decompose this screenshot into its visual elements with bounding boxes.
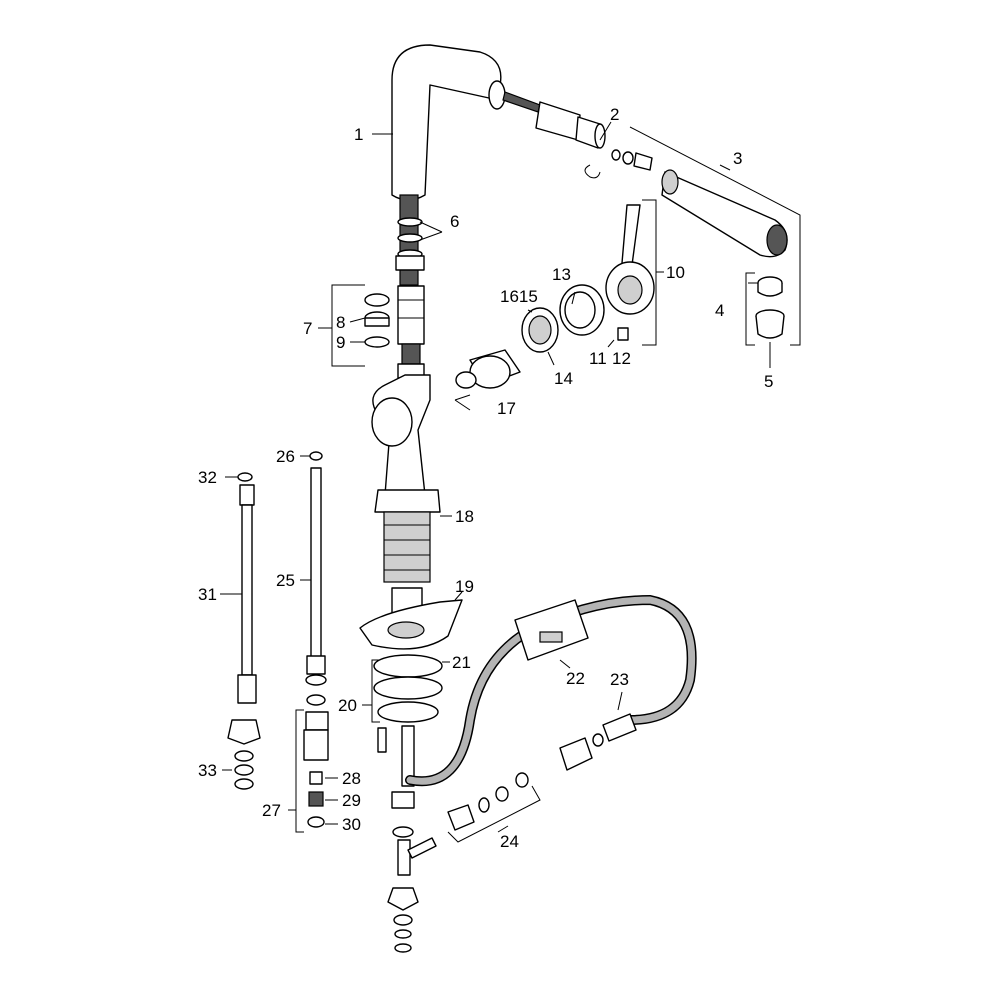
pullout-hose-part-6 <box>395 194 425 286</box>
callout-23: 23 <box>610 670 629 689</box>
callout-26: 26 <box>276 447 295 466</box>
callout-19: 19 <box>455 577 474 596</box>
connector-set-part-24 <box>447 772 529 831</box>
callout-labels: 1 2 3 4 5 6 7 8 9 10 11 12 13 1615 14 17… <box>198 105 773 851</box>
callout-25: 25 <box>276 571 295 590</box>
pullout-hose-assembly-part-22-23 <box>405 594 697 787</box>
cartridge-part-17 <box>455 349 521 389</box>
callout-20: 20 <box>338 696 357 715</box>
aerator-housing-part-5 <box>755 309 785 339</box>
adapter-set-part-27 <box>303 694 329 761</box>
o-ring-part-26 <box>309 451 323 461</box>
aerator-part-4 <box>757 276 783 297</box>
nut-part-14-15-16 <box>521 307 559 353</box>
spout-part-1 <box>391 44 606 201</box>
fixing-set-part-20 <box>373 654 443 787</box>
part-30 <box>307 816 325 828</box>
leader-lines <box>220 121 801 843</box>
callout-18: 18 <box>455 507 474 526</box>
callout-13: 13 <box>552 265 571 284</box>
lever-part-10 <box>605 204 655 315</box>
callout-12: 12 <box>612 349 631 368</box>
callout-14: 14 <box>554 369 573 388</box>
nut-set-part-33 <box>227 719 261 790</box>
callout-22: 22 <box>566 669 585 688</box>
callout-1615: 1615 <box>500 287 538 306</box>
callout-17: 17 <box>497 399 516 418</box>
cover-ring-part-13 <box>559 284 605 336</box>
o-ring-part-9 <box>364 336 390 348</box>
mounting-plate-part-19 <box>359 587 463 650</box>
callout-5: 5 <box>764 372 773 391</box>
callout-28: 28 <box>342 769 361 788</box>
hose-connector-part-23 <box>559 713 637 771</box>
ring-part-8 <box>364 293 390 327</box>
callout-4: 4 <box>715 301 724 320</box>
callout-32: 32 <box>198 468 217 487</box>
callout-2: 2 <box>610 105 619 124</box>
connector-part-7 <box>397 285 425 379</box>
o-ring-part-32 <box>237 472 253 482</box>
part-29 <box>308 791 324 807</box>
lower-fitting-stack <box>387 791 437 953</box>
callout-9: 9 <box>336 333 345 352</box>
supply-hose-part-25 <box>305 467 327 686</box>
callout-10: 10 <box>666 263 685 282</box>
faucet-body-part-18 <box>371 374 441 583</box>
screw-part-12 <box>617 327 629 341</box>
callout-33: 33 <box>198 761 217 780</box>
callout-11: 11 <box>589 349 607 368</box>
part-28 <box>309 771 323 785</box>
clip-part-2 <box>584 149 653 179</box>
callout-8: 8 <box>336 313 345 332</box>
callout-1: 1 <box>354 125 363 144</box>
callout-24: 24 <box>500 832 519 851</box>
supply-hose-part-31 <box>237 484 257 704</box>
callout-3: 3 <box>733 149 742 168</box>
callout-27: 27 <box>262 801 281 820</box>
spray-head-part-3 <box>661 169 788 258</box>
callout-6: 6 <box>450 212 459 231</box>
callout-21: 21 <box>452 653 471 672</box>
hose-weight-part-22 <box>514 599 589 661</box>
callout-7: 7 <box>303 319 312 338</box>
callout-29: 29 <box>342 791 361 810</box>
callout-30: 30 <box>342 815 361 834</box>
callout-31: 31 <box>198 585 217 604</box>
